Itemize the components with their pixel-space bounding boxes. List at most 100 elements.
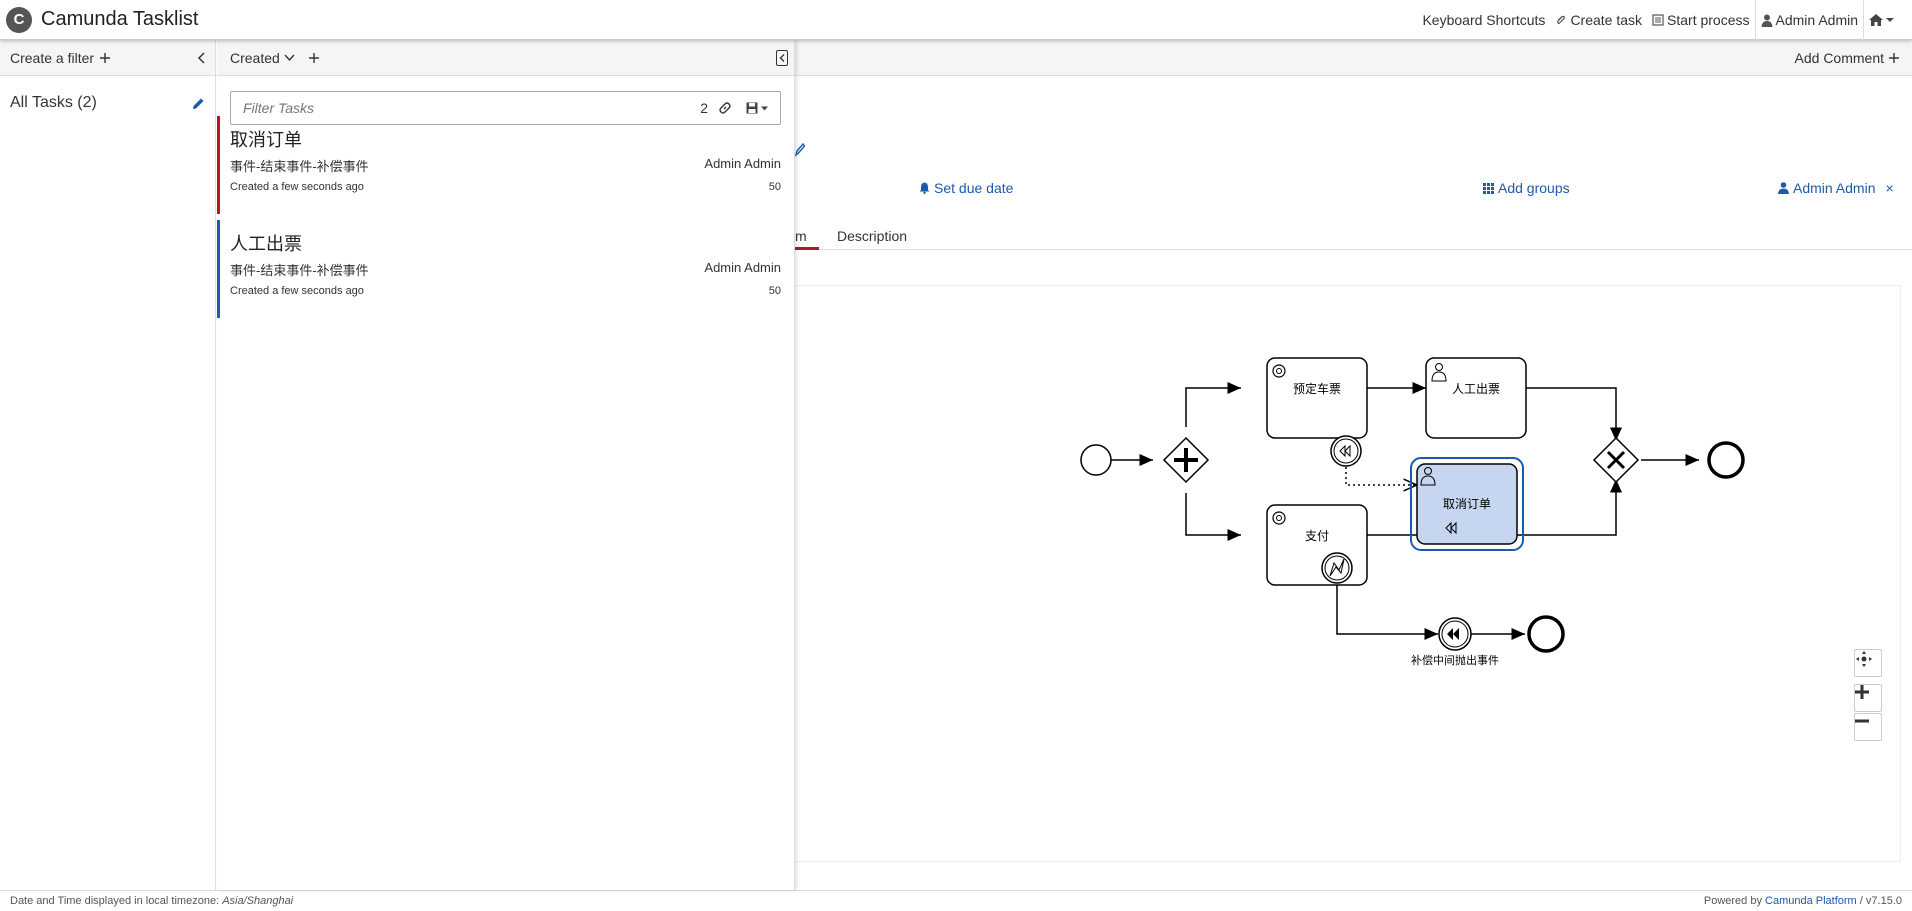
sort-label: Created	[230, 49, 280, 66]
user-menu[interactable]: Admin Admin	[1756, 0, 1863, 40]
camunda-platform-link[interactable]: Camunda Platform	[1765, 895, 1857, 907]
task-assignee: Admin Admin	[704, 156, 781, 171]
task-name: 取消订单	[230, 130, 302, 150]
user-icon	[1778, 182, 1789, 194]
keyboard-shortcuts-link[interactable]: Keyboard Shortcuts	[1417, 0, 1550, 40]
task-detail-panel: Add Comment Set due date Add groups Admi…	[795, 40, 1912, 890]
end-event[interactable]	[1707, 441, 1745, 479]
home-menu[interactable]	[1864, 0, 1902, 40]
task-priority: 50	[768, 285, 781, 297]
bpmn-task-label: 支付	[1305, 529, 1329, 543]
timezone-value: Asia/Shanghai	[222, 895, 294, 907]
caret-down-icon	[1886, 18, 1894, 22]
task-detail-header: Add Comment	[795, 40, 1912, 76]
create-task-link[interactable]: Create task	[1550, 0, 1647, 40]
task-created: Created a few seconds ago	[230, 181, 364, 193]
crosshair-icon	[1856, 651, 1872, 667]
exclusive-gateway[interactable]	[1592, 436, 1640, 484]
set-due-date-button[interactable]: Set due date	[919, 180, 1013, 196]
task-search-input[interactable]	[243, 100, 701, 116]
collapse-task-list-button[interactable]	[776, 50, 788, 66]
start-event[interactable]	[1080, 444, 1112, 476]
task-meta-row: Created a few seconds ago 50	[230, 285, 781, 297]
add-sort-plus-icon[interactable]	[308, 52, 319, 63]
detail-tabs: m Description	[795, 220, 1912, 250]
compensation-throw-event[interactable]	[1438, 617, 1472, 651]
tab-diagram[interactable]: m	[795, 220, 819, 250]
add-groups-label: Add groups	[1498, 180, 1570, 196]
user-icon	[1761, 14, 1773, 27]
task-created: Created a few seconds ago	[230, 285, 364, 297]
sequence-flows	[1111, 382, 1699, 640]
save-search-dropdown[interactable]	[746, 102, 768, 114]
end-event[interactable]	[1527, 615, 1565, 653]
task-meta-row: Created a few seconds ago 50	[230, 181, 781, 193]
assignee-label: Admin Admin	[1793, 180, 1876, 196]
parallel-gateway[interactable]	[1162, 436, 1210, 484]
plus-icon	[100, 52, 111, 63]
task-list-item[interactable]: 人工出票 事件-结束事件-补偿事件 Admin Admin Created a …	[217, 220, 795, 318]
task-list-panel: Created 2 取消订单 事件-结束事件-补偿事件 Admin Admin …	[217, 40, 795, 890]
add-groups-button[interactable]: Add groups	[1483, 180, 1570, 196]
add-comment-label: Add Comment	[1794, 50, 1884, 66]
minus-icon	[1855, 719, 1869, 723]
collapse-left-icon[interactable]	[197, 51, 205, 64]
filter-panel: Create a filter All Tasks (2)	[0, 40, 216, 890]
task-search-box: 2	[230, 91, 781, 125]
app-header: C Camunda Tasklist Keyboard Shortcuts Cr…	[0, 0, 1912, 40]
task-count: 2	[700, 100, 708, 116]
compensation-throw-label: 补偿中间抛出事件	[1411, 653, 1499, 667]
keyboard-shortcuts-label: Keyboard Shortcuts	[1422, 12, 1546, 28]
camunda-logo[interactable]: C	[6, 7, 32, 33]
filter-panel-header: Create a filter	[0, 40, 215, 76]
edit-name-icon[interactable]	[795, 141, 805, 157]
error-boundary-event[interactable]	[1321, 552, 1353, 584]
version-label: / v7.15.0	[1859, 895, 1902, 907]
timezone-prefix: Date and Time displayed in local timezon…	[10, 895, 220, 907]
bpmn-task-cancel-order[interactable]: 取消订单	[1410, 457, 1524, 551]
zoom-out-button[interactable]	[1854, 713, 1882, 741]
plus-icon	[1855, 685, 1869, 699]
create-task-label: Create task	[1570, 12, 1643, 28]
remove-assignee-button[interactable]: ×	[1885, 180, 1894, 196]
create-filter-button[interactable]: Create a filter	[10, 50, 111, 66]
paperclip-icon	[1557, 15, 1566, 25]
caret-down-icon	[761, 106, 768, 110]
task-list-header: Created	[217, 40, 794, 76]
start-process-label: Start process	[1667, 12, 1750, 28]
bpmn-task-label: 人工出票	[1452, 382, 1500, 396]
chevron-left-icon	[779, 54, 785, 62]
bpmn-task-manual-ticket[interactable]: 人工出票	[1425, 357, 1527, 439]
link-icon[interactable]	[718, 101, 732, 115]
bpmn-canvas: 预定车票 人工出票 取消订单	[1080, 357, 1745, 667]
bpmn-task-book-ticket[interactable]: 预定车票	[1266, 357, 1368, 439]
list-icon	[1652, 14, 1664, 26]
task-process-name: 事件-结束事件-补偿事件	[230, 263, 369, 278]
task-list-item[interactable]: 取消订单 事件-结束事件-补偿事件 Admin Admin Created a …	[217, 116, 795, 214]
sort-dropdown[interactable]: Created	[230, 50, 295, 66]
tab-description[interactable]: Description	[837, 228, 908, 244]
bpmn-diagram[interactable]: 预定车票 人工出票 取消订单	[795, 285, 1901, 862]
timezone-note: Date and Time displayed in local timezon…	[10, 895, 293, 907]
task-assignee: Admin Admin	[704, 260, 781, 275]
assignee-display[interactable]: Admin Admin ×	[1778, 180, 1894, 196]
compensation-boundary-event[interactable]	[1330, 435, 1362, 467]
nav-divider	[1754, 0, 1756, 40]
task-meta-row: 事件-结束事件-补偿事件 Admin Admin	[230, 156, 781, 175]
pencil-icon[interactable]	[192, 97, 205, 110]
task-process-name: 事件-结束事件-补偿事件	[230, 159, 369, 174]
nav-divider	[1863, 0, 1864, 40]
app-title[interactable]: Camunda Tasklist	[41, 8, 199, 30]
start-process-link[interactable]: Start process	[1647, 0, 1754, 40]
reset-zoom-button[interactable]	[1854, 649, 1882, 677]
bpmn-task-pay[interactable]: 支付	[1266, 504, 1368, 586]
zoom-in-button[interactable]	[1854, 684, 1882, 712]
grid-icon	[1483, 182, 1494, 194]
task-priority-bar	[217, 220, 220, 318]
filter-item-all-tasks[interactable]: All Tasks (2)	[0, 94, 215, 112]
set-due-date-label: Set due date	[934, 180, 1014, 196]
add-comment-button[interactable]: Add Comment	[1795, 50, 1899, 66]
powered-by: Powered by Camunda Platform / v7.15.0	[1704, 895, 1902, 907]
bpmn-task-label: 预定车票	[1293, 381, 1341, 396]
user-menu-label: Admin Admin	[1775, 12, 1858, 28]
